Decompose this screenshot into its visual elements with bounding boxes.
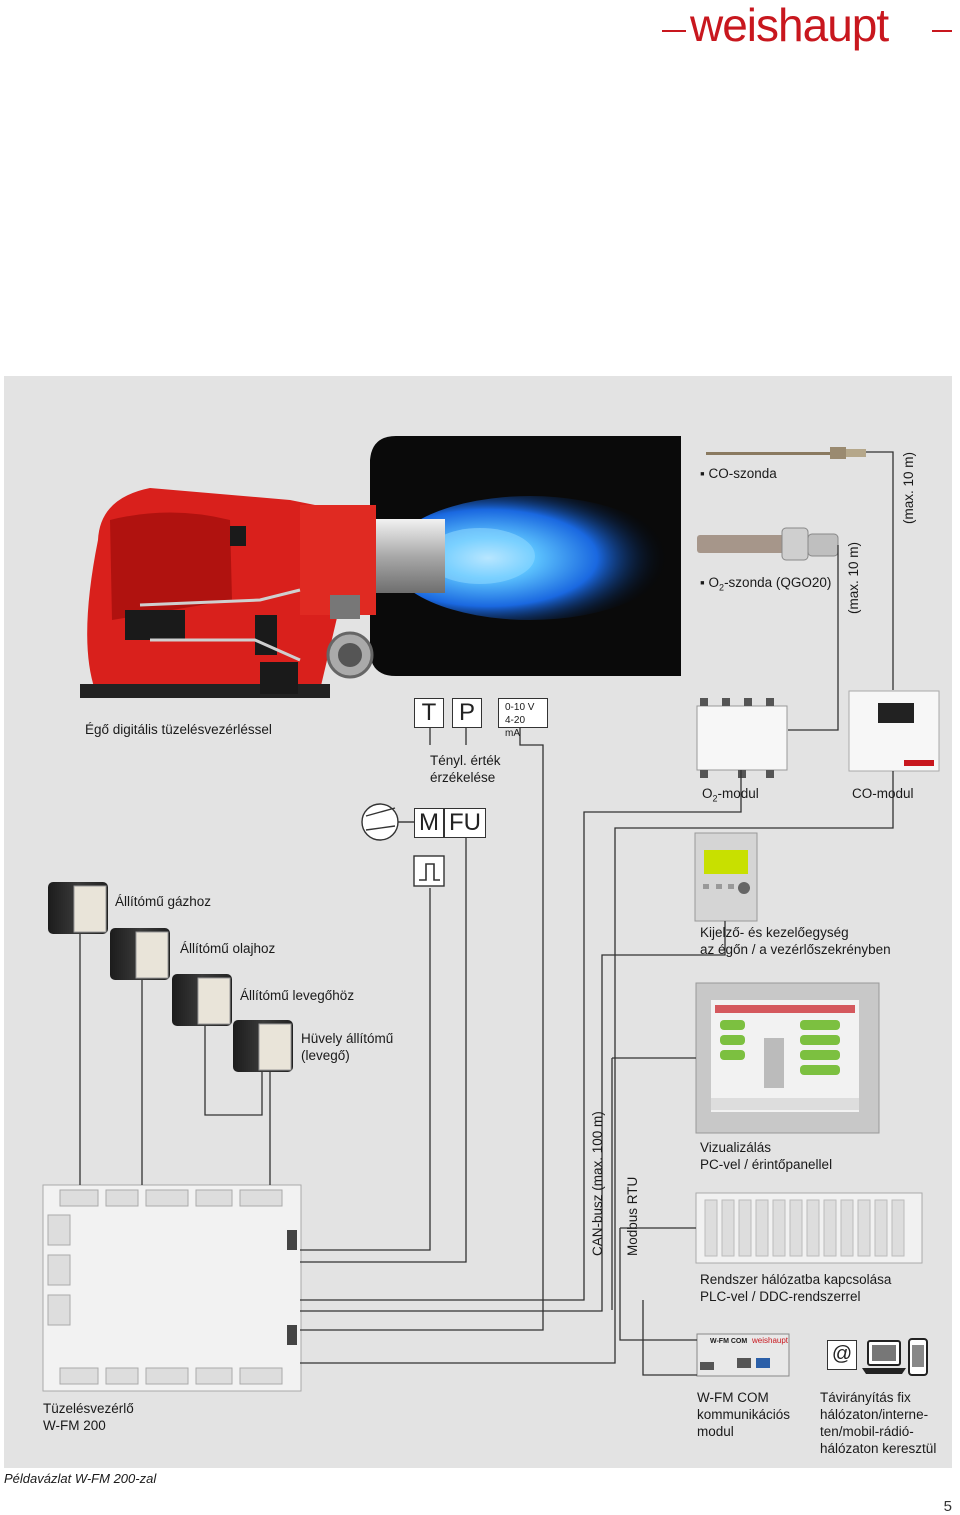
co-module-graphic xyxy=(848,690,940,772)
burner-graphic xyxy=(80,488,445,698)
wfm-com-graphic xyxy=(696,1333,790,1377)
wfm-com-label: W-FM COM kommunikációs modul xyxy=(697,1390,791,1439)
actual-value-label: Tényl. érték érzékelése xyxy=(430,753,501,785)
figure-caption: Példavázlat W-FM 200-zal xyxy=(4,1471,157,1486)
actuator-sleeve-label: Hüvely állítómű (levegő) xyxy=(301,1031,394,1063)
pulse-symbol xyxy=(413,855,445,887)
at-icon: @ xyxy=(827,1340,857,1370)
plc-rack-graphic xyxy=(695,1192,923,1264)
max-length-co-probe: (max. 10 m) xyxy=(901,451,916,524)
display-unit-graphic xyxy=(694,832,758,922)
o2-module-label-suffix: -modul xyxy=(717,786,759,801)
main-wiring xyxy=(300,728,894,1376)
o2-module-label-subscript: 2 xyxy=(712,793,718,804)
display-unit-label: Kijelző- és kezelőegység az égőn / a vez… xyxy=(700,925,891,957)
motor-symbol xyxy=(361,803,414,841)
motor-m-symbol: M xyxy=(414,808,444,838)
o2-probe-label-subscript: 2 xyxy=(719,582,725,593)
co-module-label: CO-modul xyxy=(852,786,914,801)
o2-probe-label-suffix: -szonda (QGO20) xyxy=(724,575,832,590)
signal-current: 4-20 mA xyxy=(505,715,526,739)
actuator-air-label: Állítómű levegőhöz xyxy=(240,988,355,1003)
burner-label: Égő digitális tüzelésvezérléssel xyxy=(85,722,272,737)
co-probe-label: ▪ CO-szonda xyxy=(700,466,777,481)
visualization-label: Vizualizálás PC-vel / érintőpanellel xyxy=(700,1140,833,1172)
page-number: 5 xyxy=(943,1498,952,1515)
actuator-gas-label: Állítómű gázhoz xyxy=(115,894,212,909)
logo-dash-right xyxy=(932,30,952,32)
controller-label: Tüzelésvezérlő W-FM 200 xyxy=(43,1401,134,1433)
system-network-label: Rendszer hálózatba kapcsolása PLC-vel / … xyxy=(700,1272,892,1304)
signal-range-box: 0-10 V 4-20 mA xyxy=(498,698,548,739)
temperature-symbol: T xyxy=(414,698,444,728)
touch-panel-graphic xyxy=(695,982,880,1134)
actuator-oil-label: Állítómű olajhoz xyxy=(180,941,276,956)
co-probe-graphic xyxy=(706,447,866,459)
actuator-oil-graphic xyxy=(110,928,170,980)
signal-voltage: 0-10 V xyxy=(505,702,535,713)
o2-module-label: O2-modul xyxy=(702,785,759,808)
logo-dash-left xyxy=(662,30,686,32)
o2-module-graphic xyxy=(696,698,788,778)
actuator-air-graphic xyxy=(172,974,232,1026)
pressure-symbol: P xyxy=(452,698,482,728)
can-bus-label: CAN-busz (max. 100 m) xyxy=(590,1111,605,1256)
wfm200-controller-graphic xyxy=(42,1184,302,1392)
actuator-sleeve-graphic xyxy=(233,1020,293,1072)
weishaupt-logo: weishaupt xyxy=(662,0,952,52)
max-length-o2-probe: (max. 10 m) xyxy=(846,541,861,614)
wfm-com-device-label: W-FM COM xyxy=(710,1338,748,1345)
modbus-label: Modbus RTU xyxy=(625,1176,640,1256)
actuator-gas-graphic xyxy=(48,882,108,934)
actuator-wiring xyxy=(79,934,271,1185)
laptop-icon xyxy=(862,1340,906,1374)
o2-probe-label: ▪ O2-szonda (QGO20) xyxy=(700,574,831,597)
logo-wordmark: weishaupt xyxy=(690,0,889,51)
frequency-converter-symbol: FU xyxy=(444,808,486,838)
o2-probe-graphic xyxy=(697,527,839,561)
wfm-com-device-brand: weishaupt xyxy=(752,1336,789,1345)
phone-icon xyxy=(908,1338,928,1376)
o2-module-label-prefix: O xyxy=(702,786,713,801)
o2-probe-label-prefix: ▪ O xyxy=(700,575,720,590)
remote-control-label: Távirányítás fix hálózaton/interne- ten/… xyxy=(820,1390,937,1456)
